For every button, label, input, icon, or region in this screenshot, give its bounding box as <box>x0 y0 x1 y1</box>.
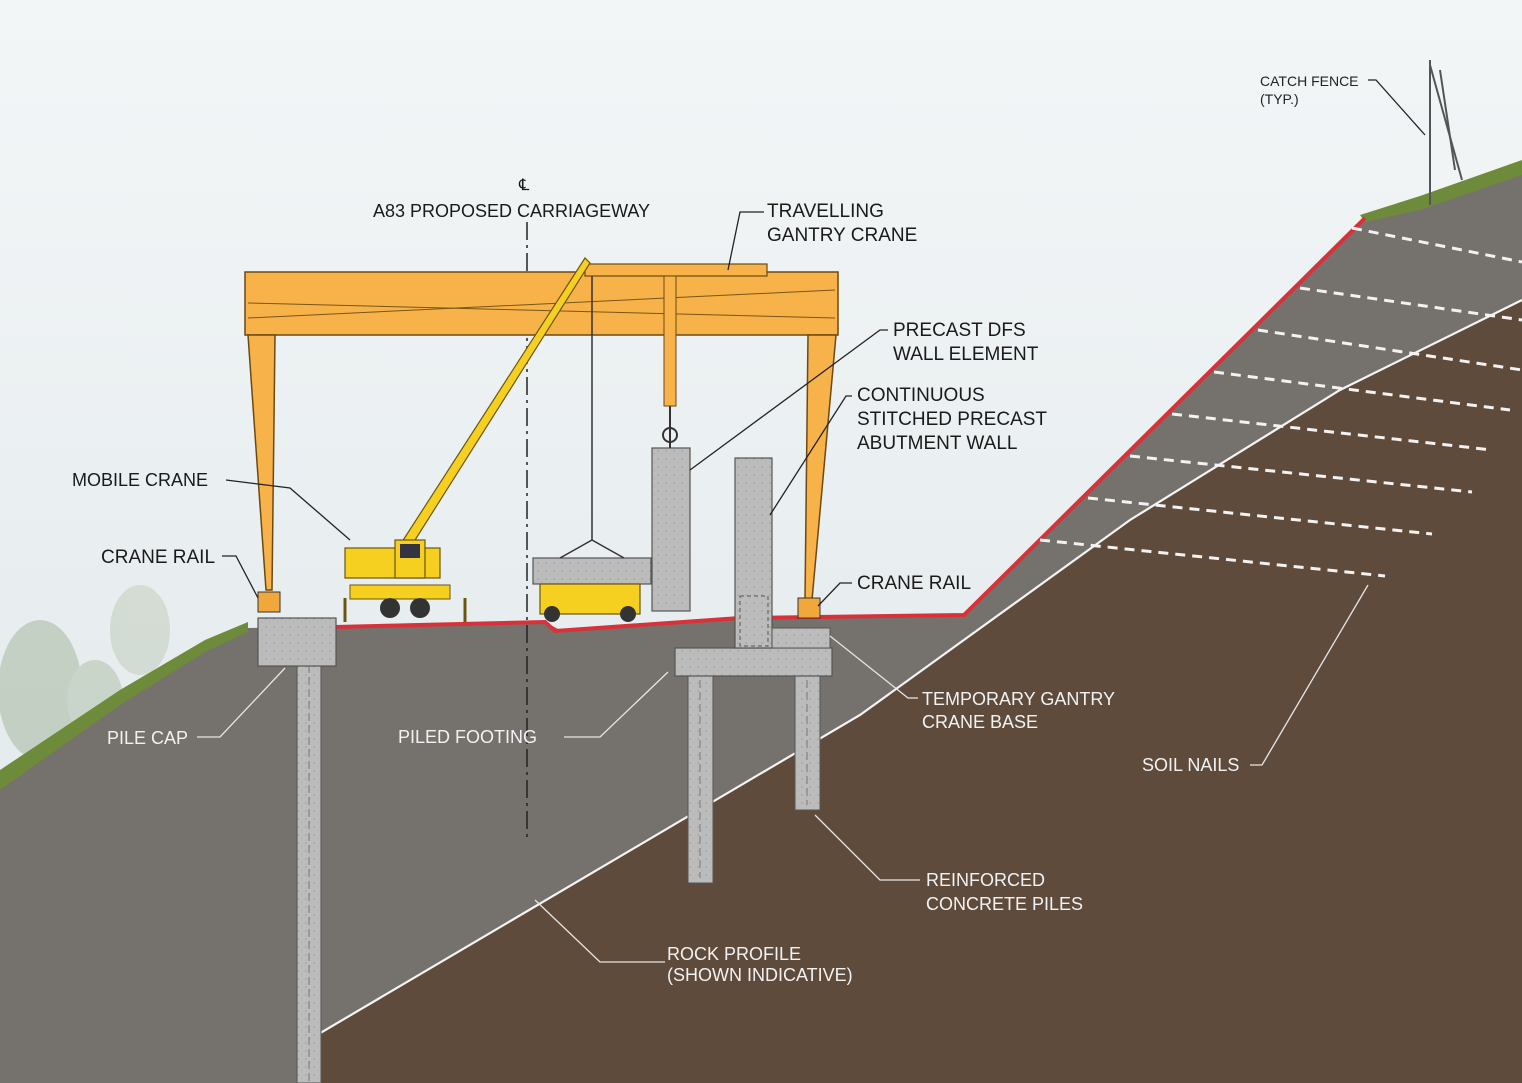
label-carriageway: A83 PROPOSED CARRIAGEWAY <box>373 201 650 221</box>
centreline-symbol: ℄ <box>518 177 530 194</box>
grass-left <box>0 622 248 790</box>
label-rock-2: (SHOWN INDICATIVE) <box>667 965 853 985</box>
label-soil-nails: SOIL NAILS <box>1142 755 1239 775</box>
label-piled-footing: PILED FOOTING <box>398 727 537 747</box>
label-precast-2: WALL ELEMENT <box>893 344 1039 365</box>
label-pile-cap: PILE CAP <box>107 728 188 748</box>
label-piles-1: REINFORCED <box>926 870 1045 890</box>
catch-fence <box>1429 60 1463 205</box>
label-gantry-1: TRAVELLING <box>767 201 884 222</box>
label-abutment-3: ABUTMENT WALL <box>857 433 1017 454</box>
label-mobile-crane: MOBILE CRANE <box>72 470 208 490</box>
leader-lines-light <box>197 584 1369 963</box>
label-temp-base-2: CRANE BASE <box>922 712 1038 732</box>
precast-dfs-element <box>651 447 691 612</box>
pile-cap <box>257 617 337 667</box>
label-piles-2: CONCRETE PILES <box>926 894 1083 914</box>
mobile-crane <box>343 257 591 622</box>
piled-footing <box>674 647 833 677</box>
label-precast-1: PRECAST DFS <box>893 320 1026 341</box>
gantry-crane <box>244 263 839 619</box>
leader-lines-dark <box>222 79 1426 607</box>
rock-profile-line <box>299 299 1522 1046</box>
soil-nails <box>1039 226 1522 578</box>
formation-line <box>334 216 1367 634</box>
transporter-slab <box>532 539 652 622</box>
label-abutment-1: CONTINUOUS <box>857 385 985 406</box>
label-crane-rail-right: CRANE RAIL <box>857 573 971 594</box>
abutment-wall <box>734 457 773 649</box>
rock-zone <box>300 300 1522 1083</box>
label-abutment-2: STITCHED PRECAST <box>857 409 1047 430</box>
label-crane-rail-left: CRANE RAIL <box>101 547 215 568</box>
temp-crane-base <box>771 627 831 649</box>
label-temp-base-1: TEMPORARY GANTRY <box>922 689 1115 709</box>
background-trees <box>0 585 170 760</box>
label-rock-1: ROCK PROFILE <box>667 944 801 964</box>
label-catch-fence-1: CATCH FENCE <box>1260 73 1359 89</box>
grass-right <box>1360 160 1522 222</box>
label-gantry-2: GANTRY CRANE <box>767 225 917 246</box>
label-catch-fence-2: (TYP.) <box>1260 91 1299 107</box>
